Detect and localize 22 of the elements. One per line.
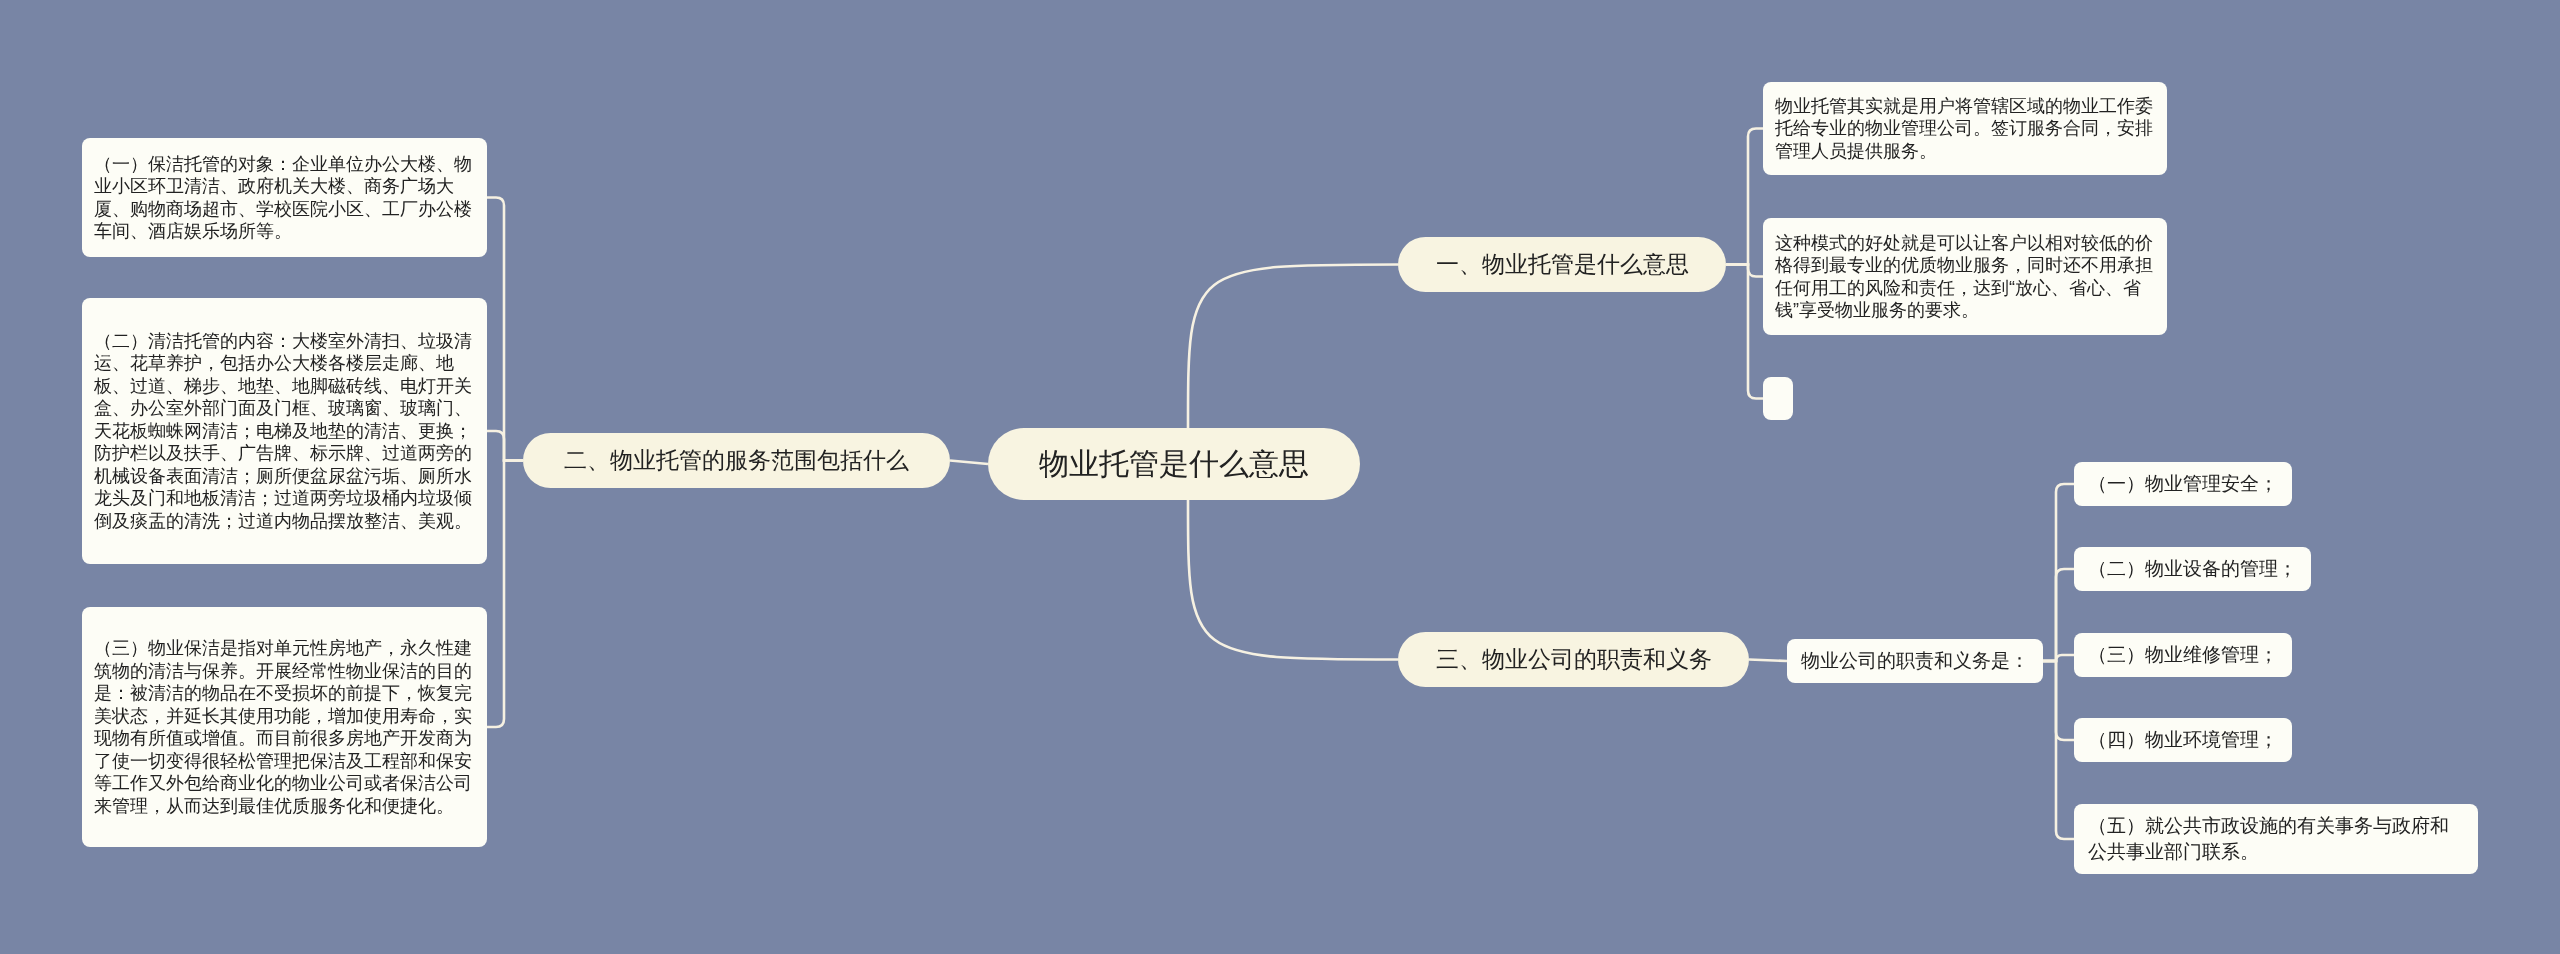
note-card: 这种模式的好处就是可以让客户以相对较低的价格得到最专业的优质物业服务，同时还不用承担任何用工的风险和责任，达到“放心、省心、省钱”享受物业服务的要求。: [1763, 218, 2167, 335]
branch-topic: 三、物业公司的职责和义务: [1398, 632, 1749, 687]
central-topic: 物业托管是什么意思: [988, 428, 1360, 500]
connector-line: [1748, 658, 1788, 663]
note-card: （二）清洁托管的内容：大楼室外清扫、垃圾清运、花草养护，包括办公大楼各楼层走廊、地板、过道、梯步、地垫、地脚磁砖线、电灯开关盒、办公室外部门面及门框、玻璃窗、玻璃门、天花板蜘蛛网清洁；电梯及地垫的清洁、更换；防护栏以及扶手、广告牌、标示牌、过道两旁的机械设备表面清洁；厕所便盆尿盆污垢、厕所水龙头及门和地板清洁；过道两旁垃圾桶内垃圾倾倒及痰盂的清洗；过道内物品摆放整洁、美观。: [82, 298, 487, 564]
connector-line: [1186, 263, 1398, 428]
note-card: （一）保洁托管的对象：企业单位办公大楼、物业小区环卫清洁、政府机关大楼、商务广场大厦、购物商场超市、学校医院小区、工厂办公楼车间、酒店娱乐场所等。: [82, 138, 487, 257]
empty-card: [1763, 377, 1793, 420]
list-item-card: （二）物业设备的管理；: [2074, 547, 2311, 591]
connector-line: [2043, 659, 2074, 841]
list-item-card: （三）物业维修管理；: [2074, 633, 2292, 677]
list-item-card: 物业公司的职责和义务是：: [1787, 639, 2043, 683]
note-card: （三）物业保洁是指对单元性房地产，永久性建筑物的清洁与保养。开展经常性物业保洁的目的是：被清洁的物品在不受损坏的前提下，恢复完美状态，并延长其使用功能，增加使用寿命，实现物有所值或增值。而目前很多房地产开发商为了使一切变得很轻松管理把保洁及工程部和保安等工作又外包给商业化的物业公司或者保洁公司来管理，从而达到最佳优质服务化和便捷化。: [82, 607, 487, 847]
connector-line: [487, 459, 523, 729]
list-item-card: （四）物业环境管理；: [2074, 718, 2292, 762]
branch-topic: 一、物业托管是什么意思: [1398, 237, 1726, 292]
list-item-card: （五）就公共市政设施的有关事务与政府和公共事业部门联系。: [2074, 804, 2478, 874]
branch-topic: 二、物业托管的服务范围包括什么: [523, 433, 950, 488]
note-card: 物业托管其实就是用户将管辖区域的物业工作委托给专业的物业管理公司。签订服务合同，安排管理人员提供服务。: [1763, 82, 2167, 175]
connector-line: [949, 459, 989, 466]
connector-line: [1186, 500, 1398, 661]
list-item-card: （一）物业管理安全；: [2074, 462, 2292, 506]
